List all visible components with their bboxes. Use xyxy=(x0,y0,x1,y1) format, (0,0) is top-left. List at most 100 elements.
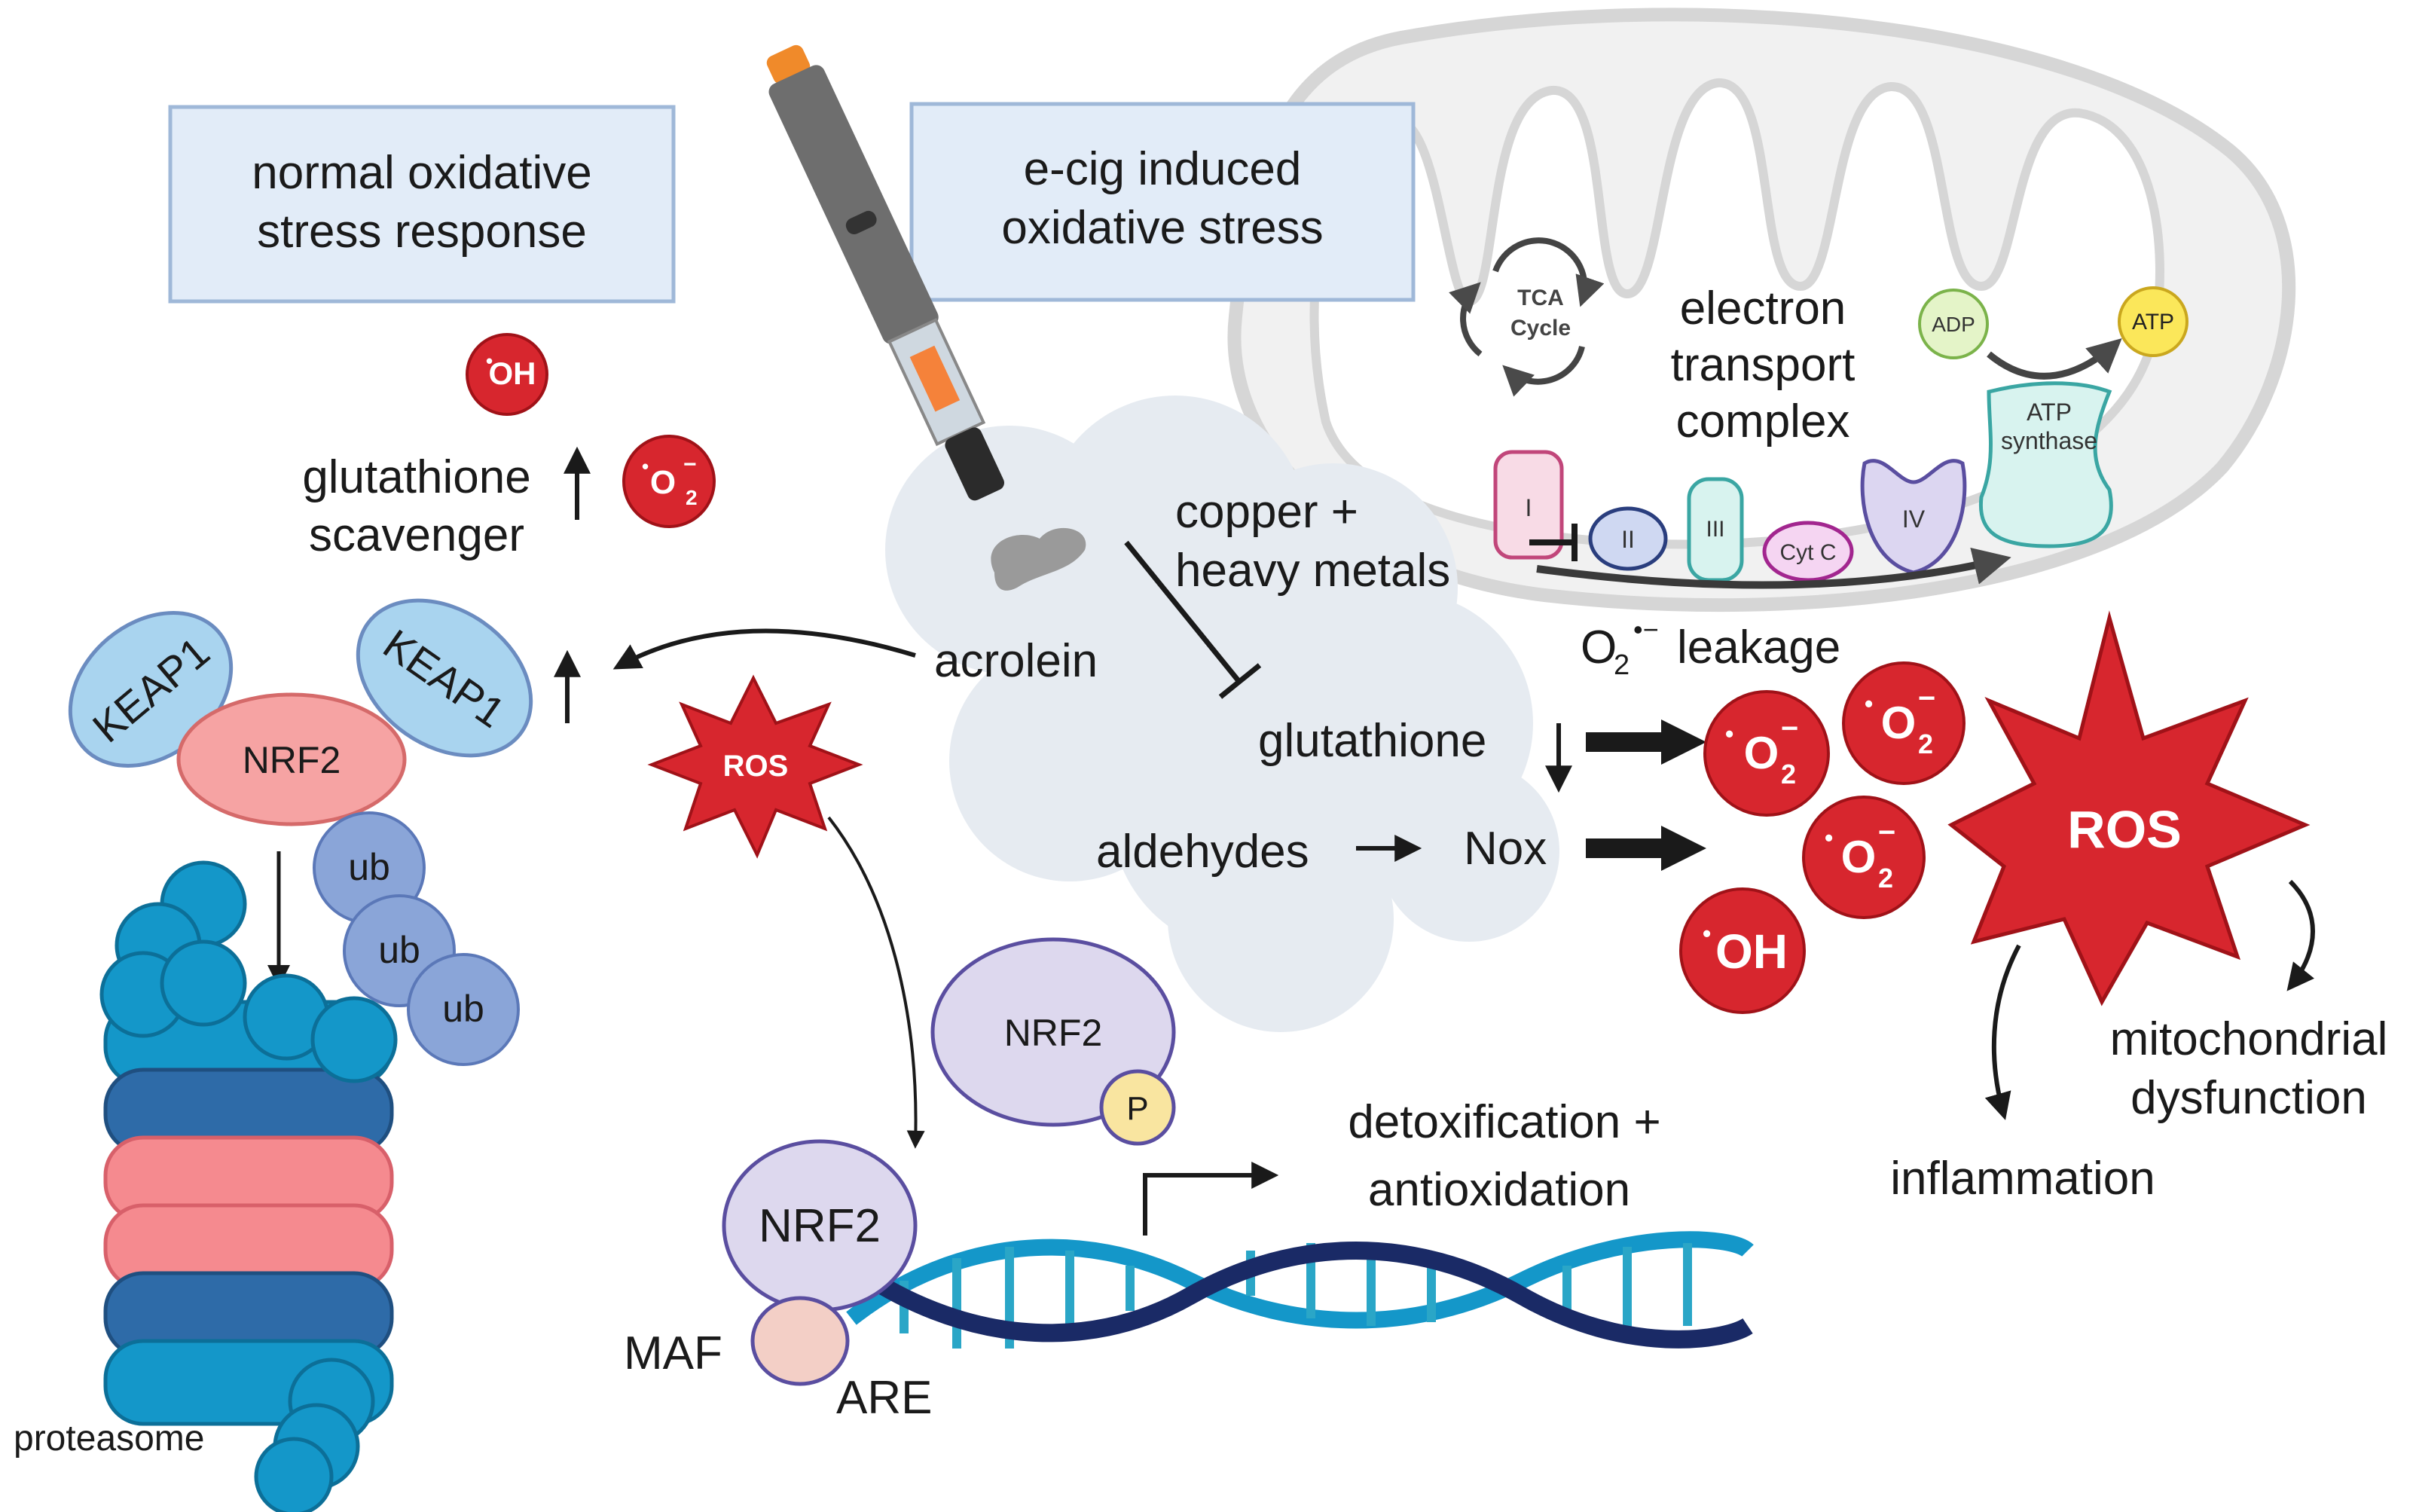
complex-i-label: I xyxy=(1526,494,1532,521)
ros-burst-large-label: ROS xyxy=(2067,800,2182,859)
o2-leakage-label: O 2 •− leakage xyxy=(1581,614,1840,681)
normal-stress-title-line2: stress response xyxy=(257,206,587,258)
complex-iv-label: IV xyxy=(1902,506,1926,533)
glutathione-scavenger-line1: glutathione xyxy=(302,451,530,503)
etc-label-line2: transport xyxy=(1671,339,1856,391)
tca-cycle: TCA Cycle xyxy=(1449,237,1605,397)
o2-radical-left-sup: − xyxy=(683,452,697,477)
nrf2-bound-dna-label: NRF2 xyxy=(759,1200,881,1252)
ros-burst-small: ROS xyxy=(647,674,863,859)
complex-i-inhibitor-mark xyxy=(1529,524,1578,561)
o2-radical-left-label: O xyxy=(650,464,676,501)
oh-radical-left: • OH xyxy=(466,333,548,416)
o2-radical-left-sub: 2 xyxy=(686,486,698,509)
mito-dysfunction-line2: dysfunction xyxy=(2130,1072,2367,1124)
complex-iii xyxy=(1687,477,1744,582)
glutathione-scavenger-line2: scavenger xyxy=(309,509,524,561)
complex-iii-label: III xyxy=(1706,517,1724,542)
tca-cycle-arrow-icon xyxy=(1502,346,1585,397)
o2-radical-right-2-dot: • xyxy=(1865,690,1873,717)
leakage-o: O xyxy=(1581,622,1617,674)
ecig-stress-title-line1: e-cig induced xyxy=(1024,143,1302,195)
normal-stress-title-line1: normal oxidative xyxy=(252,147,591,199)
ubiquitin-3-label: ub xyxy=(442,988,484,1030)
o2-radical-right-1-sup: − xyxy=(1781,712,1798,745)
complex-ii xyxy=(1588,506,1668,571)
o2-radical-right-1-circle xyxy=(1703,690,1830,817)
complex-ii-label: II xyxy=(1621,526,1635,553)
atp-synthase-label-line1: ATP xyxy=(2027,399,2072,426)
o2-radical-right-2-circle xyxy=(1842,661,1966,785)
mito-dysfunction-line1: mitochondrial xyxy=(2110,1013,2388,1065)
complex-iv xyxy=(1860,459,1967,575)
smoke-wisp xyxy=(991,527,1086,591)
nrf2-keap1-bound-label: NRF2 xyxy=(243,739,341,781)
copper-label-line1: copper + xyxy=(1175,486,1358,538)
adp-circle xyxy=(1918,289,1989,359)
inflammation-label: inflammation xyxy=(1890,1153,2155,1205)
oh-radical-left-label: OH xyxy=(489,356,536,391)
tca-cycle-arrow-icon xyxy=(1449,282,1483,357)
acrolein-to-keap1-arrow xyxy=(612,628,916,670)
o2-radical-right-3: • O 2 − xyxy=(1802,796,1926,919)
ubiquitin-1-label: ub xyxy=(348,846,390,888)
ros-to-nrf2-arrow xyxy=(827,816,925,1149)
normal-stress-box: normal oxidative stress response xyxy=(168,105,676,304)
atp-synthase-label-line2: synthase xyxy=(2001,427,2097,454)
ros-burst-large: ROS xyxy=(1947,610,2311,1006)
smoke-cloud-puff xyxy=(1040,527,1311,799)
o2-radical-right-2: • O 2 − xyxy=(1842,661,1966,785)
ros-burst-large-shape xyxy=(1947,610,2311,1006)
proteasome-subunit xyxy=(160,939,247,1027)
o2-radical-right-3-sub: 2 xyxy=(1878,863,1893,893)
ros-to-inflammation-arrow xyxy=(1984,944,2021,1120)
ecig-body xyxy=(768,65,939,344)
atp-label: ATP xyxy=(2132,310,2174,334)
electron-flow-arrow xyxy=(1536,547,2011,589)
o2-radical-left-dot: • xyxy=(642,455,649,478)
glutathione-label: glutathione xyxy=(1258,715,1486,767)
phosphate xyxy=(1099,1069,1176,1146)
atp-circle xyxy=(2118,286,2188,357)
proteasome-subunit xyxy=(254,1437,334,1512)
atp-synthase xyxy=(1978,381,2113,548)
nox-label: Nox xyxy=(1464,823,1547,875)
o2-radical-right-1: • O 2 − xyxy=(1703,690,1830,817)
etc-label-line3: complex xyxy=(1676,396,1850,447)
ros-to-mito-dysfunction-arrow xyxy=(2286,879,2315,991)
keap1-right xyxy=(356,598,533,758)
ecig-device xyxy=(766,44,1005,501)
acrolein-label: acrolein xyxy=(934,635,1098,687)
transcription-arrow xyxy=(1143,1162,1279,1236)
tca-cycle-arrow-icon xyxy=(1492,237,1605,307)
o2-radical-right-2-sup: − xyxy=(1918,682,1935,715)
tca-label-line1: TCA xyxy=(1517,286,1564,310)
normal-stress-box-frame xyxy=(168,105,676,304)
proteasome-label: proteasome xyxy=(14,1419,204,1459)
o2-radical-right-1-label: O xyxy=(1744,728,1779,778)
complex-i xyxy=(1493,450,1564,560)
o2-radical-left: • O 2 − xyxy=(622,435,716,528)
smoke-cloud-puff xyxy=(1168,806,1394,1032)
o2-radical-right-2-label: O xyxy=(1881,698,1917,748)
oh-radical-left-circle xyxy=(466,333,548,416)
ecig-stress-title-line2: oxidative stress xyxy=(1001,202,1323,254)
o2-radical-right-3-label: O xyxy=(1841,832,1877,882)
cyt-c-label: Cyt C xyxy=(1780,540,1837,565)
ecig-mouthpiece xyxy=(945,427,1005,501)
phosphate-label: P xyxy=(1126,1090,1148,1127)
o2-radical-right-3-circle xyxy=(1802,796,1926,919)
are-label: ARE xyxy=(836,1372,932,1424)
copper-inhibits-glutathione xyxy=(1124,540,1262,699)
o2-radical-left-circle xyxy=(622,435,716,528)
oh-radical-left-dot: • xyxy=(486,350,493,372)
maf-protein xyxy=(750,1296,850,1386)
leakage-sup: •− xyxy=(1633,614,1659,645)
o2-radical-right-2-sub: 2 xyxy=(1918,729,1933,759)
ubiquitin-2-label: ub xyxy=(378,929,420,971)
adp-to-atp-arrow xyxy=(1987,338,2122,380)
detox-label-line2: antioxidation xyxy=(1368,1164,1630,1216)
ecig-stress-box: e-cig induced oxidative stress xyxy=(909,102,1416,302)
o2-radical-right-1-sub: 2 xyxy=(1781,759,1796,790)
